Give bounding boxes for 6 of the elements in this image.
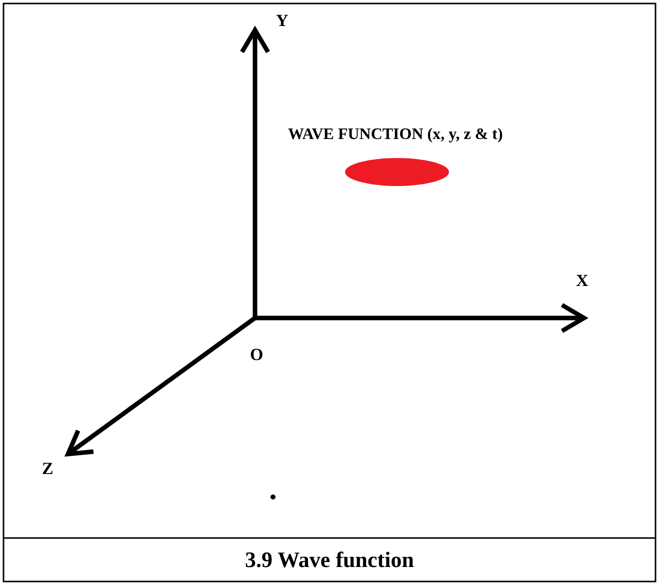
axis-label: O [250,346,264,363]
wave-function-label: WAVE FUNCTION (x, y, z & t) [288,126,503,144]
axis-label: Y [276,12,288,29]
axis-label: X [576,272,588,289]
axis-label: Z [42,460,54,477]
figure-caption: 3.9 Wave function [244,547,415,573]
